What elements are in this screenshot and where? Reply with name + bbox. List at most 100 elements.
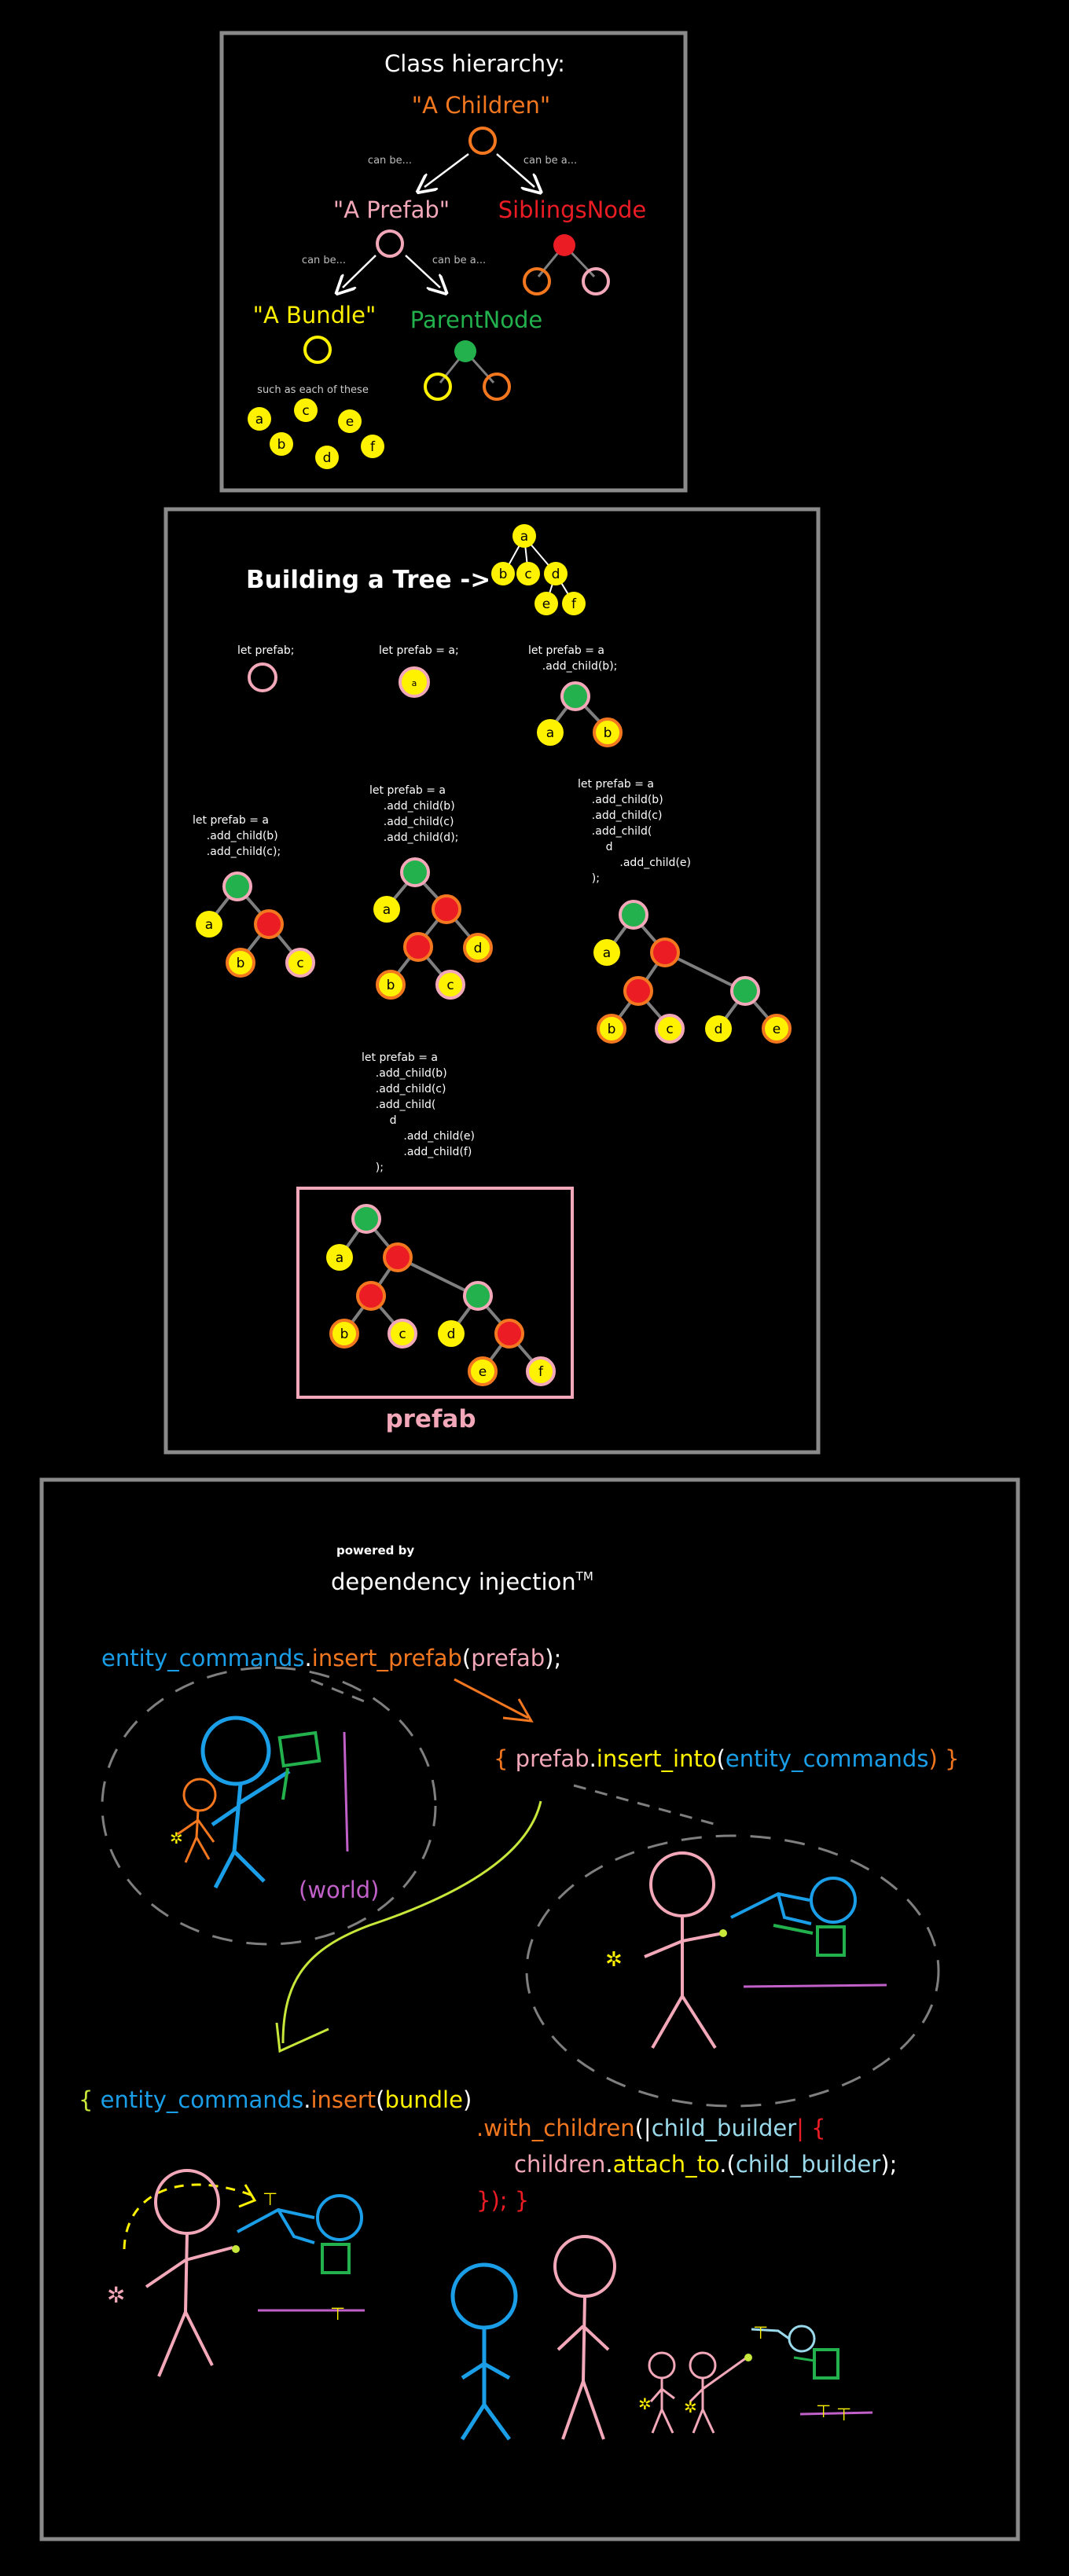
blue-stick-figure	[200, 1715, 291, 1889]
small-glyph: ✲	[170, 1829, 183, 1848]
svg-text:⊤: ⊤	[816, 2402, 831, 2422]
bundle-d-label: d	[323, 450, 332, 466]
pink-stick-figure-1	[644, 1851, 724, 2049]
s5-c: c	[446, 978, 454, 993]
thought-bubble-1	[101, 1666, 437, 1946]
class-hierarchy-panel: Class hierarchy: "A Children" can be... …	[219, 31, 688, 493]
siblings-parent-dot	[553, 234, 575, 256]
tree-step-4: a b c	[196, 872, 315, 978]
small-figures	[648, 2351, 748, 2434]
code-step-6: let prefab = a .add_child(b) .add_child(…	[578, 778, 694, 885]
siblings-node-tree	[523, 234, 610, 295]
small-orange-figure	[177, 1778, 217, 1863]
code-insert-bundle: { entity_commands.insert(bundle)	[79, 2086, 472, 2113]
such-as-label: such as each of these	[257, 384, 369, 396]
panel-frame	[219, 31, 688, 493]
code-step-3: let prefab = a .add_child(b);	[528, 644, 617, 673]
pink-stick-figure-3	[553, 2235, 616, 2440]
s6-d: d	[715, 1022, 723, 1037]
s4-c: c	[296, 956, 303, 971]
svg-text:⊤: ⊤	[753, 2324, 768, 2343]
parent-node-dot	[454, 340, 476, 362]
code-insert-prefab: entity_commands.insert_prefab(prefab);	[101, 1645, 561, 1671]
ref-c: c	[524, 567, 531, 582]
parent-label: ParentNode	[410, 306, 543, 333]
tree-step-6: a b c d e	[593, 900, 792, 1044]
code-attach-to: children.attach_to.(child_builder);	[514, 2151, 897, 2178]
arrow-children-siblings	[496, 153, 534, 187]
di-title: dependency injectionTM	[331, 1569, 593, 1595]
s5-b: b	[387, 978, 395, 993]
orange-arrow	[454, 1678, 529, 1719]
small-glyph-3: ✲	[107, 2282, 125, 2308]
tree-step-7: a b c d e f	[326, 1204, 556, 1386]
svg-text:✲: ✲	[638, 2394, 652, 2413]
code-step-2: let prefab = a;	[379, 644, 459, 657]
bundle-label: "A Bundle"	[253, 302, 377, 328]
dependency-injection-panel: powered by dependency injectionTM entity…	[39, 1477, 1020, 2541]
bundle-c	[294, 398, 318, 422]
ref-d: d	[552, 567, 560, 582]
bundle-e	[338, 409, 362, 433]
siblings-child-left	[523, 267, 551, 295]
parent-node-tree	[424, 340, 511, 401]
arrow-prefab-parent	[405, 255, 440, 288]
code-insert-into: { prefab.insert_into(entity_commands) }	[494, 1745, 959, 1772]
reference-tree: a b c d e f	[491, 524, 586, 615]
bundle-a-label: a	[255, 412, 263, 427]
parent-child-left	[424, 372, 452, 401]
s3-b: b	[604, 725, 612, 741]
arrow-prefab-bundle	[343, 255, 377, 288]
bundle-a	[248, 407, 271, 431]
svg-text:⊤: ⊤	[330, 2305, 345, 2325]
prefab-label: "A Prefab"	[333, 196, 450, 223]
code-with-children: .with_children(|child_builder| {	[476, 2115, 826, 2141]
pink-stick-figure-2	[145, 2169, 233, 2377]
green-device-4	[813, 2348, 839, 2380]
svg-text:⊤: ⊤	[836, 2405, 851, 2425]
blue-stick-figure-2	[450, 2262, 518, 2441]
blue-device-3	[237, 2194, 363, 2244]
bundle-f-label: f	[370, 439, 376, 455]
can-be-a-label-2: can be a...	[432, 255, 486, 266]
s6-c: c	[666, 1022, 673, 1037]
s7-b: b	[340, 1327, 349, 1342]
ref-a: a	[520, 529, 528, 545]
can-be-label-2: can be...	[302, 255, 346, 266]
blue-device-1	[730, 1877, 857, 1925]
s4-b: b	[237, 956, 245, 971]
green-device	[277, 1730, 321, 1768]
empty-prefab-node	[248, 662, 277, 692]
final-prefab-frame	[296, 1187, 574, 1399]
lime-arrow	[281, 1800, 542, 2044]
children-node	[468, 127, 497, 155]
s6-a: a	[603, 945, 611, 961]
panel-frame-3	[39, 1477, 1020, 2541]
prefab-caption: prefab	[385, 1405, 476, 1433]
single-a-label: a	[412, 678, 417, 688]
blue-device-4	[751, 2325, 816, 2353]
green-device-3	[321, 2243, 351, 2274]
single-a-node	[399, 666, 430, 698]
s5-a: a	[383, 902, 391, 918]
bundle-d	[315, 446, 339, 469]
bundle-glyph: ⊤	[263, 2190, 277, 2210]
code-step-7: let prefab = a .add_child(b) .add_child(…	[362, 1051, 478, 1174]
s3-a: a	[546, 725, 554, 741]
world-label: (world)	[299, 1877, 379, 1903]
prefab-node	[376, 229, 404, 258]
ref-f: f	[571, 596, 577, 612]
bundle-b	[270, 432, 293, 456]
powered-by-label: powered by	[336, 1543, 414, 1558]
children-label: "A Children"	[412, 92, 550, 119]
s7-e: e	[479, 1364, 487, 1380]
thought-bubble-2	[525, 1834, 940, 2108]
bundle-f	[361, 435, 384, 458]
code-step-1: let prefab;	[237, 644, 295, 657]
s7-c: c	[399, 1327, 406, 1342]
world-divider	[343, 1731, 349, 1852]
hierarchy-title: Class hierarchy:	[384, 50, 565, 77]
code-close: }); }	[476, 2187, 529, 2214]
green-device-2	[816, 1925, 846, 1957]
